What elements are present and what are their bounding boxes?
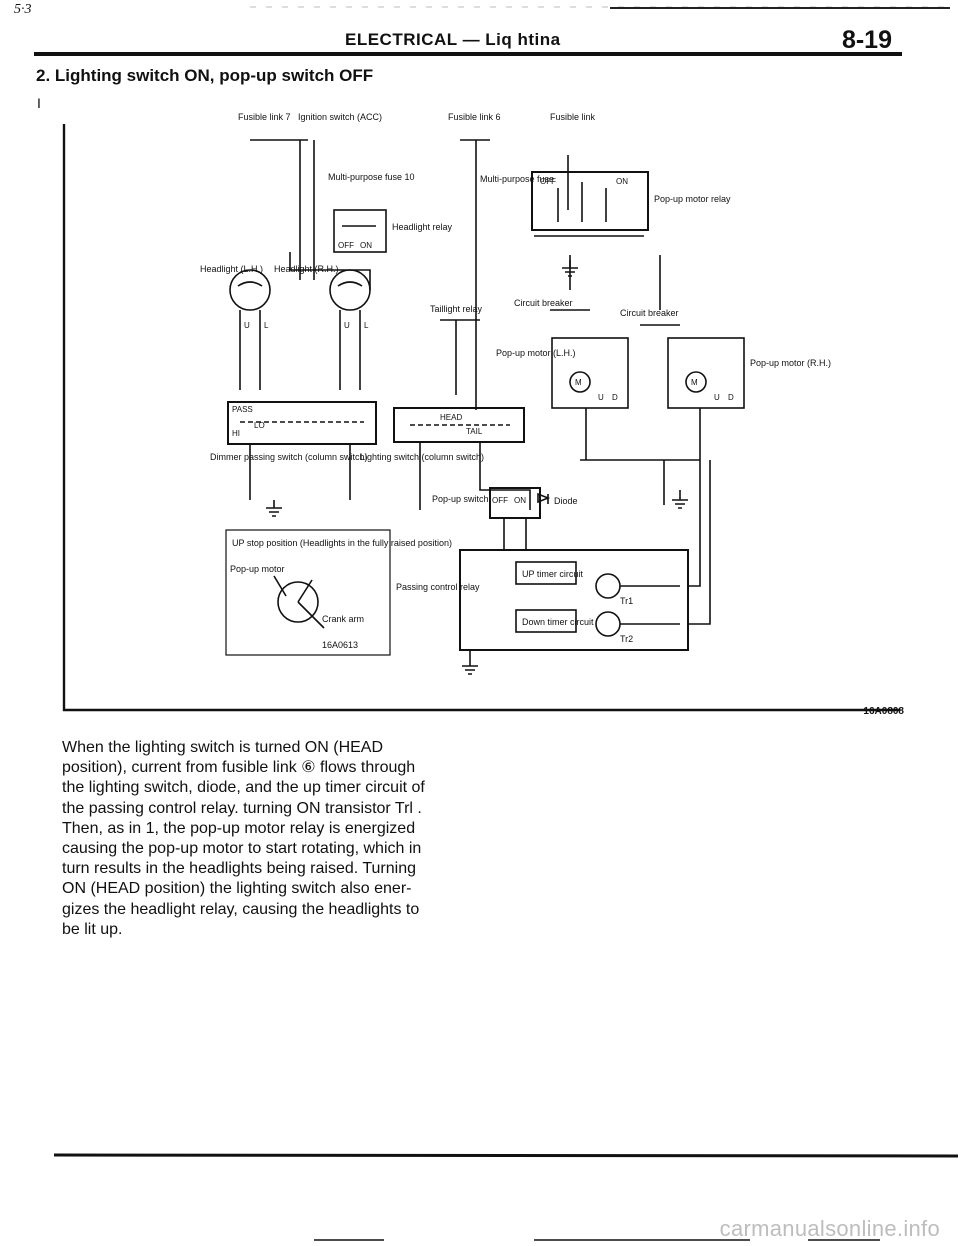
term-lo: LO — [254, 421, 265, 430]
body-line: gizes the headlight relay, causing the h… — [62, 900, 420, 918]
label-fusible-link-6: Fusible link 6 — [448, 112, 501, 122]
watermark: carmanualsonline.info — [719, 1216, 940, 1241]
dimmer-passing-switch — [227, 401, 377, 445]
stray-mark: I — [37, 95, 41, 111]
label-dimmer-switch: Dimmer passing switch (column switch) — [210, 452, 368, 462]
term-up-lh: U — [598, 393, 604, 402]
term-on: ON — [616, 177, 628, 186]
wiring-diagram: Fusible link 7 Ignition switch (ACC) Fus… — [60, 110, 904, 720]
label-headlight-rh: Headlight (R.H.) — [274, 264, 339, 274]
term-tail: TAIL — [466, 427, 483, 436]
popup-crank-inset — [225, 529, 391, 656]
popup-switch — [489, 487, 541, 519]
lighting-switch — [393, 407, 525, 443]
term-motor-lh: M — [575, 378, 582, 387]
taillight-relay — [440, 319, 480, 395]
term-lamp-u-1: U — [244, 321, 250, 330]
wiring-diagram-svg: Fusible link 7 Ignition switch (ACC) Fus… — [62, 112, 900, 712]
term-off: OFF — [540, 177, 556, 186]
label-popup-motor-lh: Pop-up motor (L.H.) — [496, 348, 576, 358]
body-line: When the lighting switch is turned ON (H… — [62, 739, 384, 756]
label-tr2: Tr2 — [620, 634, 633, 644]
popup-motor-relay — [531, 171, 649, 231]
label-fusible-link: Fusible link — [550, 112, 596, 122]
headlight-relay — [333, 209, 387, 253]
term-hi: HI — [232, 429, 240, 438]
label-up-timer: UP timer circuit — [522, 569, 583, 579]
term-lamp-u-2: U — [344, 321, 350, 330]
label-inset-code: 16A0613 — [322, 640, 358, 650]
body-line: causing the pop-up motor to start rotati… — [62, 840, 422, 858]
top-scan-noise — [250, 6, 950, 9]
label-multi-purpose-fuse: Multi-purpose fuse — [480, 174, 554, 184]
label-diode: Diode — [554, 496, 578, 506]
label-popup-motor-rh: Pop-up motor (R.H.) — [750, 358, 831, 368]
body-line: the passing control relay. turning ON tr… — [62, 799, 422, 817]
body-line: position), current from fusible link ⑥ f… — [62, 759, 416, 777]
term-up-rh: U — [714, 393, 720, 402]
body-paragraph: When the lighting switch is turned ON (H… — [62, 738, 466, 940]
header-rule — [34, 52, 902, 56]
label-headlight-relay: Headlight relay — [392, 222, 453, 232]
label-circuit-breaker-left: Circuit breaker — [514, 298, 573, 308]
page-header-title: ELECTRICAL — Liq htina — [345, 30, 561, 49]
term-motor-rh: M — [691, 378, 698, 387]
label-taillight-relay: Taillight relay — [430, 304, 483, 314]
body-line: Then, as in 1, the pop-up motor relay is… — [62, 819, 416, 837]
term-lamp-l-2: L — [364, 321, 369, 330]
term-pass: PASS — [232, 405, 253, 414]
label-circuit-breaker-right: Circuit breaker — [620, 308, 679, 318]
term-popup-on: ON — [514, 496, 526, 505]
label-popup-switch: Pop-up switch — [432, 494, 489, 504]
headlight-rh-lamp — [329, 269, 371, 311]
label-fusible-link-7: Fusible link 7 — [238, 112, 291, 122]
popup-motor-lh — [551, 337, 629, 409]
term-head: HEAD — [440, 413, 462, 422]
figure-code: 16A0808 — [863, 706, 904, 717]
body-line: be lit up. — [62, 920, 123, 938]
term-popup-off: OFF — [492, 496, 508, 505]
term-off-2: OFF — [338, 241, 354, 250]
popup-motor-rh — [667, 337, 745, 409]
body-line: the lighting switch, diode, and the up t… — [62, 779, 425, 797]
bottom-rule — [54, 1153, 958, 1158]
headlight-lh-lamp — [229, 269, 271, 311]
term-lamp-l-1: L — [264, 321, 269, 330]
label-lighting-switch: Lighting switch (column switch) — [360, 452, 484, 462]
label-multi-purpose-fuse-10: Multi-purpose fuse 10 — [328, 172, 415, 182]
passing-control-relay — [459, 549, 689, 651]
label-popup-motor-relay: Pop-up motor relay — [654, 194, 731, 204]
page-number: 8-19 — [841, 26, 892, 54]
corner-mark: 5·3 — [14, 2, 32, 17]
section-heading: 2. Lighting switch ON, pop-up switch OFF — [36, 66, 374, 85]
footer-rules — [314, 1239, 880, 1241]
label-down-timer: Down timer circuit — [522, 617, 594, 627]
term-down-lh: D — [612, 393, 618, 402]
label-popup-motor-inset: Pop-up motor — [230, 564, 285, 574]
label-headlight-lh: Headlight (L.H.) — [200, 264, 263, 274]
body-line: ON (HEAD position) the lighting switch a… — [62, 880, 412, 898]
label-ignition-switch: Ignition switch (ACC) — [298, 112, 382, 122]
body-line: turn results in the headlights being rai… — [62, 860, 416, 878]
label-crank-arm: Crank arm — [322, 614, 364, 624]
label-tr1: Tr1 — [620, 596, 633, 606]
label-passing-control-relay: Passing control relay — [396, 582, 480, 592]
label-up-stop-position: UP stop position (Headlights in the full… — [232, 538, 452, 548]
term-down-rh: D — [728, 393, 734, 402]
term-on-2: ON — [360, 241, 372, 250]
